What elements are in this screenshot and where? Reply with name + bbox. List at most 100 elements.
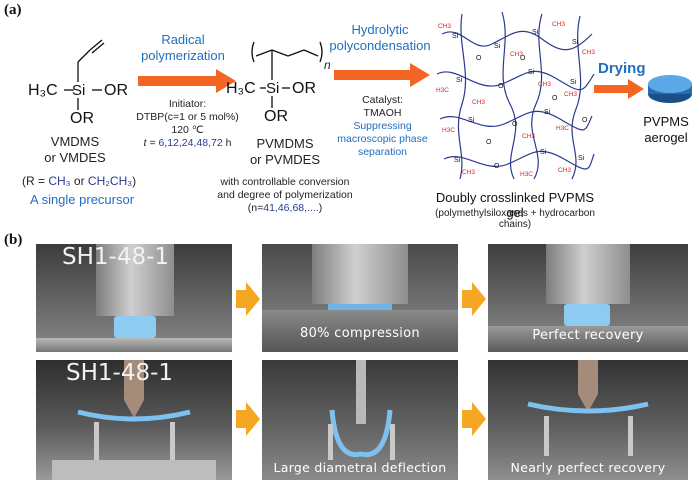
n-values: 41,46,68,....	[263, 202, 319, 214]
time-prefix: t =	[143, 137, 159, 149]
monomer-bonds	[64, 39, 105, 110]
press-base	[262, 310, 458, 352]
gel-title: Doubly crosslinked PVPMS gel	[435, 190, 595, 220]
step1-line2: polymerization	[141, 48, 225, 63]
polymer-name: PVMDMS or PVMDES	[230, 136, 340, 168]
svg-text:Si: Si	[494, 43, 501, 50]
aerogel-label: PVPMS aerogel	[634, 114, 698, 146]
svg-text:Si: Si	[456, 77, 463, 84]
chevron-arrow-icon	[236, 282, 260, 316]
photo6-caption: Nearly perfect recovery	[510, 460, 666, 475]
svg-text:CH3: CH3	[538, 81, 551, 88]
dtbp-label: DTBP(c=1 or 5 mol%)	[136, 111, 239, 123]
svg-text:Si: Si	[572, 39, 579, 46]
svg-text:CH3: CH3	[462, 169, 475, 176]
polycondensation-conditions: Catalyst: TMAOH Suppressing macroscopic …	[330, 94, 435, 159]
deflection-drawing	[328, 360, 395, 460]
polymer-note: with controllable conversion and degree …	[200, 176, 370, 215]
step2-line1: Hydrolytic	[351, 22, 409, 37]
svg-text:H3C: H3C	[436, 87, 449, 94]
polymerization-conditions: Initiator: DTBP(c=1 or 5 mol%) 120 ℃ t =…	[120, 98, 255, 150]
svg-text:CH3: CH3	[522, 133, 535, 140]
chevron-arrow-icon	[236, 402, 260, 436]
photo-bending-initial: SH1-48-1	[36, 360, 232, 480]
svg-text:CH3: CH3	[558, 167, 571, 174]
gel-subtitle: (polymethylsiloxanes + hydrocarbon chain…	[435, 208, 595, 230]
hydrolytic-polycondensation-label: Hydrolytic polycondensation	[320, 22, 440, 54]
step1-line1: Radical	[161, 32, 205, 47]
svg-text:O: O	[582, 117, 588, 124]
catalyst-label: Catalyst:	[362, 94, 403, 106]
photo-compression-initial: SH1-48-1	[36, 244, 232, 352]
drying-label: Drying	[598, 60, 646, 77]
svg-text:CH3: CH3	[472, 99, 485, 106]
svg-text:Si: Si	[528, 69, 535, 76]
svg-text:Si: Si	[578, 155, 585, 162]
photo-bending-recovery: Nearly perfect recovery	[488, 360, 688, 480]
radical-polymerization-label: Radical polymerization	[128, 32, 238, 64]
r-option-ethyl: CH₂CH₃	[87, 174, 133, 188]
svg-text:O: O	[512, 121, 518, 128]
svg-text:Si: Si	[454, 157, 461, 164]
svg-text:Si: Si	[570, 79, 577, 86]
monomer-name: VMDMS or VMDES	[20, 134, 130, 166]
press-base	[36, 338, 232, 352]
press-base	[488, 326, 688, 352]
polymer-structure: n H₃C Si OR OR	[226, 22, 342, 132]
r-group-note: (R = CH₃ or CH₂CH₃)	[22, 174, 136, 188]
aerogel-line2: aerogel	[644, 130, 688, 145]
svg-text:Si: Si	[544, 109, 551, 116]
r-note-prefix: (R =	[22, 174, 49, 188]
panel-b-label: (b)	[4, 232, 23, 248]
svg-text:Si: Si	[468, 117, 475, 124]
photo-bending-deflection: Large diametral deflection	[262, 360, 458, 480]
press-plunger	[312, 244, 408, 304]
svg-text:O: O	[476, 55, 482, 62]
polymer-or-bottom: OR	[264, 108, 288, 125]
single-precursor-caption: A single precursor	[30, 192, 135, 207]
svg-text:CH3: CH3	[438, 23, 451, 30]
step2-line2: polycondensation	[329, 38, 431, 53]
monomer-name-line2: or VMDES	[44, 150, 106, 165]
compressed-sample	[328, 304, 392, 310]
svg-text:Si: Si	[532, 29, 539, 36]
polymer-name-line1: PVMDMS	[256, 136, 314, 151]
panel-a-label: (a)	[4, 2, 22, 18]
polymer-note-line1: with controllable conversion	[220, 176, 350, 188]
monomer-structure: H₃C Si OR OR	[20, 20, 140, 130]
polymer-h3c: H₃C	[226, 80, 256, 97]
svg-text:CH3: CH3	[552, 21, 565, 28]
polymer-subscript-n: n	[324, 58, 331, 72]
polymer-or-right: OR	[292, 80, 316, 97]
photo5-caption: Large diametral deflection	[273, 460, 447, 475]
chevron-arrow-icon	[462, 402, 486, 436]
photo2-caption: 80% compression	[300, 326, 420, 341]
svg-text:O: O	[494, 163, 500, 170]
bending-recovery-drawing	[527, 360, 649, 456]
svg-text:H3C: H3C	[520, 171, 533, 178]
bending-rig-drawing	[52, 360, 216, 480]
polymer-note-line2: and degree of polymerization	[217, 189, 353, 201]
r-note-or: or	[70, 174, 88, 188]
photo-compression-recovery: Perfect recovery	[488, 244, 688, 352]
phase-note-line2: macroscopic phase	[337, 133, 428, 145]
recovered-sample	[564, 304, 610, 326]
photo4-caption: SH1-48-1	[66, 360, 174, 386]
svg-text:CH3: CH3	[564, 91, 577, 98]
svg-text:O: O	[498, 83, 504, 90]
tmaoh-label: TMAOH	[363, 107, 402, 119]
svg-text:H3C: H3C	[442, 127, 455, 134]
initiator-label: Initiator:	[168, 98, 207, 110]
polymer-bonds	[251, 41, 323, 108]
time-unit: h	[222, 137, 232, 149]
monomer-h3c: H₃C	[28, 82, 58, 99]
r-option-methyl: CH₃	[48, 174, 71, 188]
svg-text:CH3: CH3	[582, 49, 595, 56]
svg-text:Si: Si	[540, 149, 547, 156]
monomer-or-bottom: OR	[70, 110, 94, 127]
polymer-si: Si	[266, 80, 280, 97]
r-note-suffix: )	[132, 174, 137, 188]
phase-note-line1: Suppressing	[353, 120, 412, 132]
svg-text:O: O	[486, 139, 492, 146]
